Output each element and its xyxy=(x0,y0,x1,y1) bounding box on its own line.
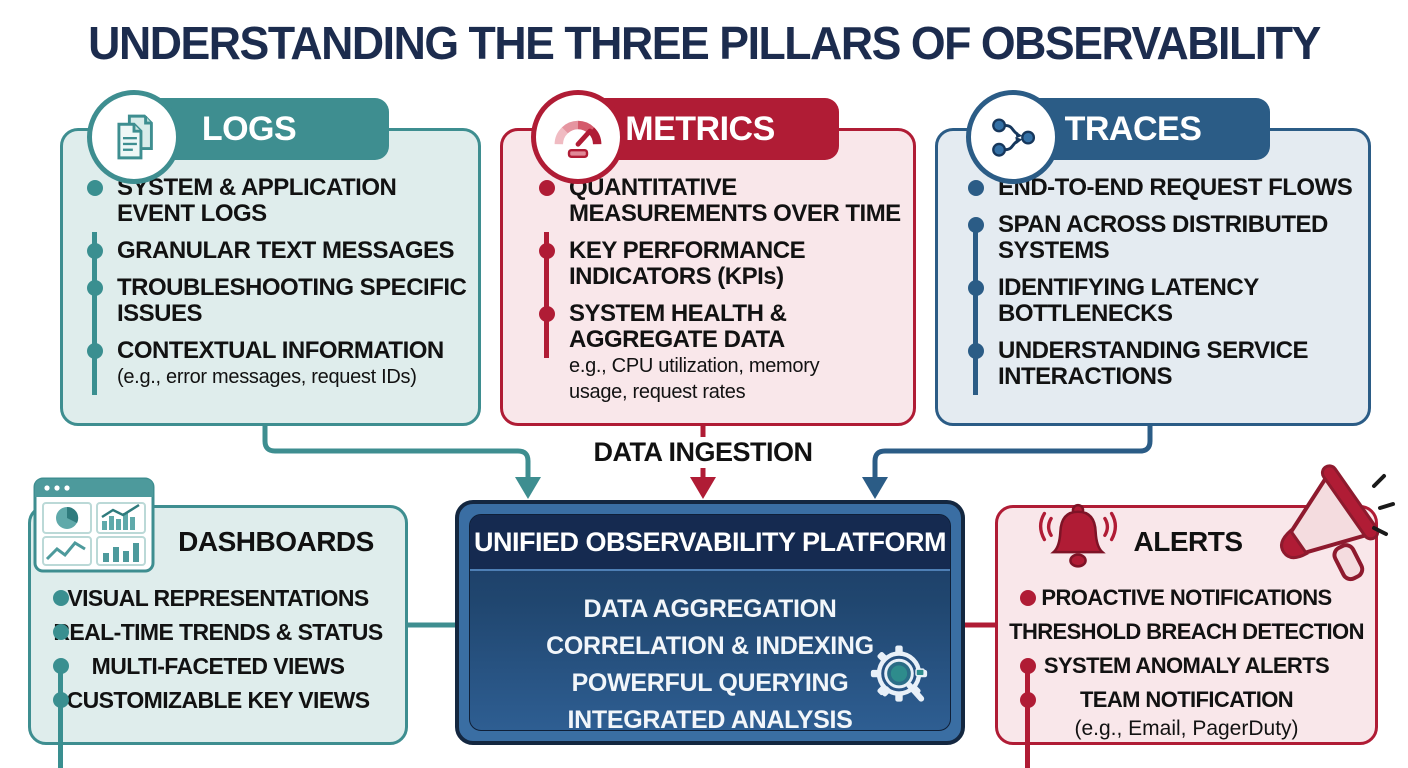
bullet-text: UNDERSTANDING SERVICE INTERACTIONS xyxy=(998,337,1308,390)
list-item: IDENTIFYING LATENCY BOTTLENECKS xyxy=(968,275,1360,327)
bullet-text: PROACTIVE NOTIFICATIONS xyxy=(1041,585,1332,610)
list-item: VISUAL REPRESENTATIONS xyxy=(31,581,405,615)
bullet-dot xyxy=(53,624,69,640)
list-item: REAL-TIME TRENDS & STATUS xyxy=(31,615,405,649)
traces-arrowhead xyxy=(862,477,888,499)
logs-to-platform-connector xyxy=(262,421,531,480)
list-item: THRESHOLD BREACH DETECTION xyxy=(998,615,1375,649)
bullet-text: CUSTOMIZABLE KEY VIEWS xyxy=(66,687,370,713)
list-item: GRANULAR TEXT MESSAGES xyxy=(87,238,468,264)
page-title: UNDERSTANDING THE THREE PILLARS OF OBSER… xyxy=(88,17,1321,69)
unified-platform-title: UNIFIED OBSERVABILITY PLATFORM xyxy=(470,515,950,571)
metrics-arrowhead xyxy=(690,477,716,499)
bullet-text: REAL-TIME TRENDS & STATUS xyxy=(53,619,383,645)
bullet-stem xyxy=(1025,671,1030,768)
list-item: UNDERSTANDING SERVICE INTERACTIONS xyxy=(968,338,1360,390)
documents-icon xyxy=(87,90,181,184)
alerts-card: ALERTS PROACTIVE NOTIFICATIONS THRESHOLD… xyxy=(995,464,1395,768)
list-item: SYSTEM ANOMALY ALERTS xyxy=(998,649,1375,683)
bullet-dot xyxy=(53,590,69,606)
metrics-title: METRICS xyxy=(625,109,775,148)
bullet-dot xyxy=(87,180,103,196)
list-item: CUSTOMIZABLE KEY VIEWS xyxy=(31,683,405,717)
bell-icon xyxy=(1036,500,1120,579)
list-item: PROACTIVE NOTIFICATIONS xyxy=(998,581,1375,615)
dashboard-window-icon xyxy=(33,477,155,578)
bullet-dot xyxy=(968,217,984,233)
data-ingestion-label: DATA INGESTION xyxy=(583,437,823,468)
logs-arrowhead xyxy=(515,477,541,499)
megaphone-icon xyxy=(1256,464,1396,599)
bullet-dot xyxy=(968,180,984,196)
bullet-text: TROUBLESHOOTING SPECIFIC ISSUES xyxy=(117,274,467,327)
dashboards-card: DASHBOARDS VISUAL REPRESENTATIONS REAL-T… xyxy=(28,477,408,768)
traces-title: TRACES xyxy=(1064,109,1202,148)
metrics-card: METRICS QUANTITATIVE MEASUREMENTS OVER T… xyxy=(500,90,916,426)
logs-bullet-list: SYSTEM & APPLICATION EVENT LOGS GRANULAR… xyxy=(87,175,468,390)
bullet-text: SYSTEM ANOMALY ALERTS xyxy=(1043,653,1330,678)
branch-icon xyxy=(966,90,1060,184)
bullet-note: (e.g., error messages, request IDs) xyxy=(117,366,417,388)
gauge-icon xyxy=(531,90,625,184)
logs-title: LOGS xyxy=(201,109,297,148)
alerts-title: ALERTS xyxy=(1133,526,1244,557)
list-item: KEY PERFORMANCE INDICATORS (KPIs) xyxy=(539,238,905,290)
traces-card: TRACES END-TO-END REQUEST FLOWS SPAN ACR… xyxy=(935,90,1371,426)
metrics-bullet-list: QUANTITATIVE MEASUREMENTS OVER TIME KEY … xyxy=(539,175,905,405)
dashboards-bullet-list: VISUAL REPRESENTATIONS REAL-TIME TRENDS … xyxy=(31,581,405,717)
list-item: MULTI-FACETED VIEWS xyxy=(31,649,405,683)
bullet-text: VISUAL REPRESENTATIONS xyxy=(67,585,369,611)
bullet-text: MULTI-FACETED VIEWS xyxy=(91,653,345,679)
logs-card: LOGS SYSTEM & APPLICATION EVE xyxy=(60,90,481,426)
bullet-text: THRESHOLD BREACH DETECTION xyxy=(1009,619,1364,644)
bullet-note: e.g., CPU utilization, memory usage, req… xyxy=(569,355,820,403)
bullet-text: END-TO-END REQUEST FLOWS xyxy=(998,174,1353,201)
list-item: QUANTITATIVE MEASUREMENTS OVER TIME xyxy=(539,175,905,227)
traces-to-platform-connector xyxy=(872,421,1153,480)
list-item: SPAN ACROSS DISTRIBUTED SYSTEMS xyxy=(968,212,1360,264)
list-item: TEAM NOTIFICATION xyxy=(998,683,1375,717)
platform-item: DATA AGGREGATION xyxy=(583,595,837,623)
unified-platform-items: DATA AGGREGATION CORRELATION & INDEXING … xyxy=(470,571,950,731)
platform-item: CORRELATION & INDEXING xyxy=(546,632,874,660)
unified-platform-box: UNIFIED OBSERVABILITY PLATFORM DATA AGGR… xyxy=(455,500,965,745)
bullet-text: QUANTITATIVE MEASUREMENTS OVER TIME xyxy=(569,174,901,227)
bullet-stem xyxy=(973,232,978,395)
list-item: CONTEXTUAL INFORMATION(e.g., error messa… xyxy=(87,338,468,390)
bullet-text: CONTEXTUAL INFORMATION xyxy=(117,337,444,364)
bullet-text: GRANULAR TEXT MESSAGES xyxy=(117,237,455,264)
traces-bullet-list: END-TO-END REQUEST FLOWS SPAN ACROSS DIS… xyxy=(968,175,1360,390)
platform-item: INTEGRATED ANALYSIS xyxy=(567,706,853,731)
bullet-note: (e.g., Email, PagerDuty) xyxy=(1074,717,1299,740)
bullet-stem xyxy=(544,232,549,358)
bullet-dot xyxy=(1020,590,1036,606)
bullet-stem xyxy=(92,232,97,395)
unified-platform-panel: UNIFIED OBSERVABILITY PLATFORM DATA AGGR… xyxy=(469,514,951,731)
platform-item: POWERFUL QUERYING xyxy=(571,669,849,697)
bullet-stem xyxy=(58,671,63,768)
bullet-dot xyxy=(1020,658,1036,674)
bullet-text: IDENTIFYING LATENCY BOTTLENECKS xyxy=(998,274,1259,327)
bullet-dot xyxy=(53,658,69,674)
bullet-text: TEAM NOTIFICATION xyxy=(1079,687,1294,712)
list-item: TROUBLESHOOTING SPECIFIC ISSUES xyxy=(87,275,468,327)
bullet-text: KEY PERFORMANCE INDICATORS (KPIs) xyxy=(569,237,806,290)
dashboards-title: DASHBOARDS xyxy=(178,526,374,557)
alerts-bullet-list: PROACTIVE NOTIFICATIONS THRESHOLD BREACH… xyxy=(998,581,1375,717)
bullet-dot xyxy=(539,180,555,196)
gear-magnifier-icon xyxy=(862,641,936,720)
bullet-text: SYSTEM HEALTH & AGGREGATE DATA xyxy=(569,300,787,353)
bullet-text: SYSTEM & APPLICATION EVENT LOGS xyxy=(117,174,397,227)
bullet-text: SPAN ACROSS DISTRIBUTED SYSTEMS xyxy=(998,211,1328,264)
